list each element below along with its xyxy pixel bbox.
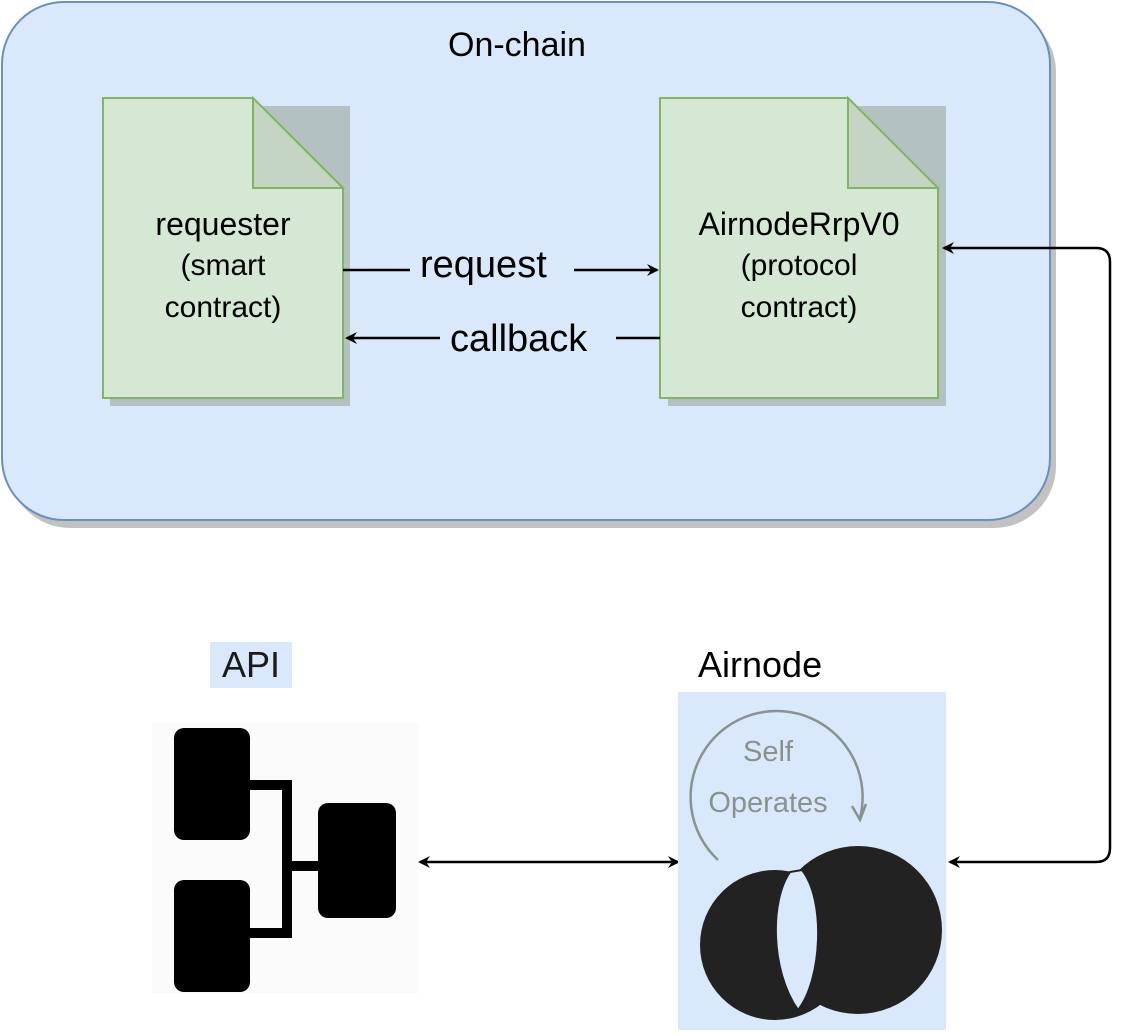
request-label: request xyxy=(410,244,557,287)
protocol-airnode-connector xyxy=(942,242,1112,868)
requester-doc-fold xyxy=(252,95,346,189)
requester-subtitle-1: (smart xyxy=(180,249,266,282)
api-icon xyxy=(152,722,418,994)
airnode-title: Airnode xyxy=(698,644,823,685)
api-title: API xyxy=(210,642,293,688)
protocol-subtitle-1: (protocol xyxy=(740,249,858,282)
self-operates-line-1: Self xyxy=(743,736,793,768)
callback-label: callback xyxy=(440,318,598,361)
self-operates-line-2: Operates xyxy=(708,787,828,819)
requester-label: requester (smart contract) xyxy=(103,203,343,329)
protocol-title: AirnodeRrpV0 xyxy=(698,206,900,242)
on-chain-title: On-chain xyxy=(448,26,586,64)
self-operates-cycle-arrow xyxy=(689,709,864,861)
protocol-subtitle-2: contract) xyxy=(740,291,858,324)
airnode-logo xyxy=(678,692,946,1030)
requester-subtitle-2: contract) xyxy=(164,291,282,324)
protocol-doc-fold xyxy=(847,95,941,189)
protocol-label: AirnodeRrpV0 (protocol contract) xyxy=(660,203,938,329)
requester-title: requester xyxy=(155,206,291,242)
self-operates-text: Self Operates xyxy=(700,727,836,829)
